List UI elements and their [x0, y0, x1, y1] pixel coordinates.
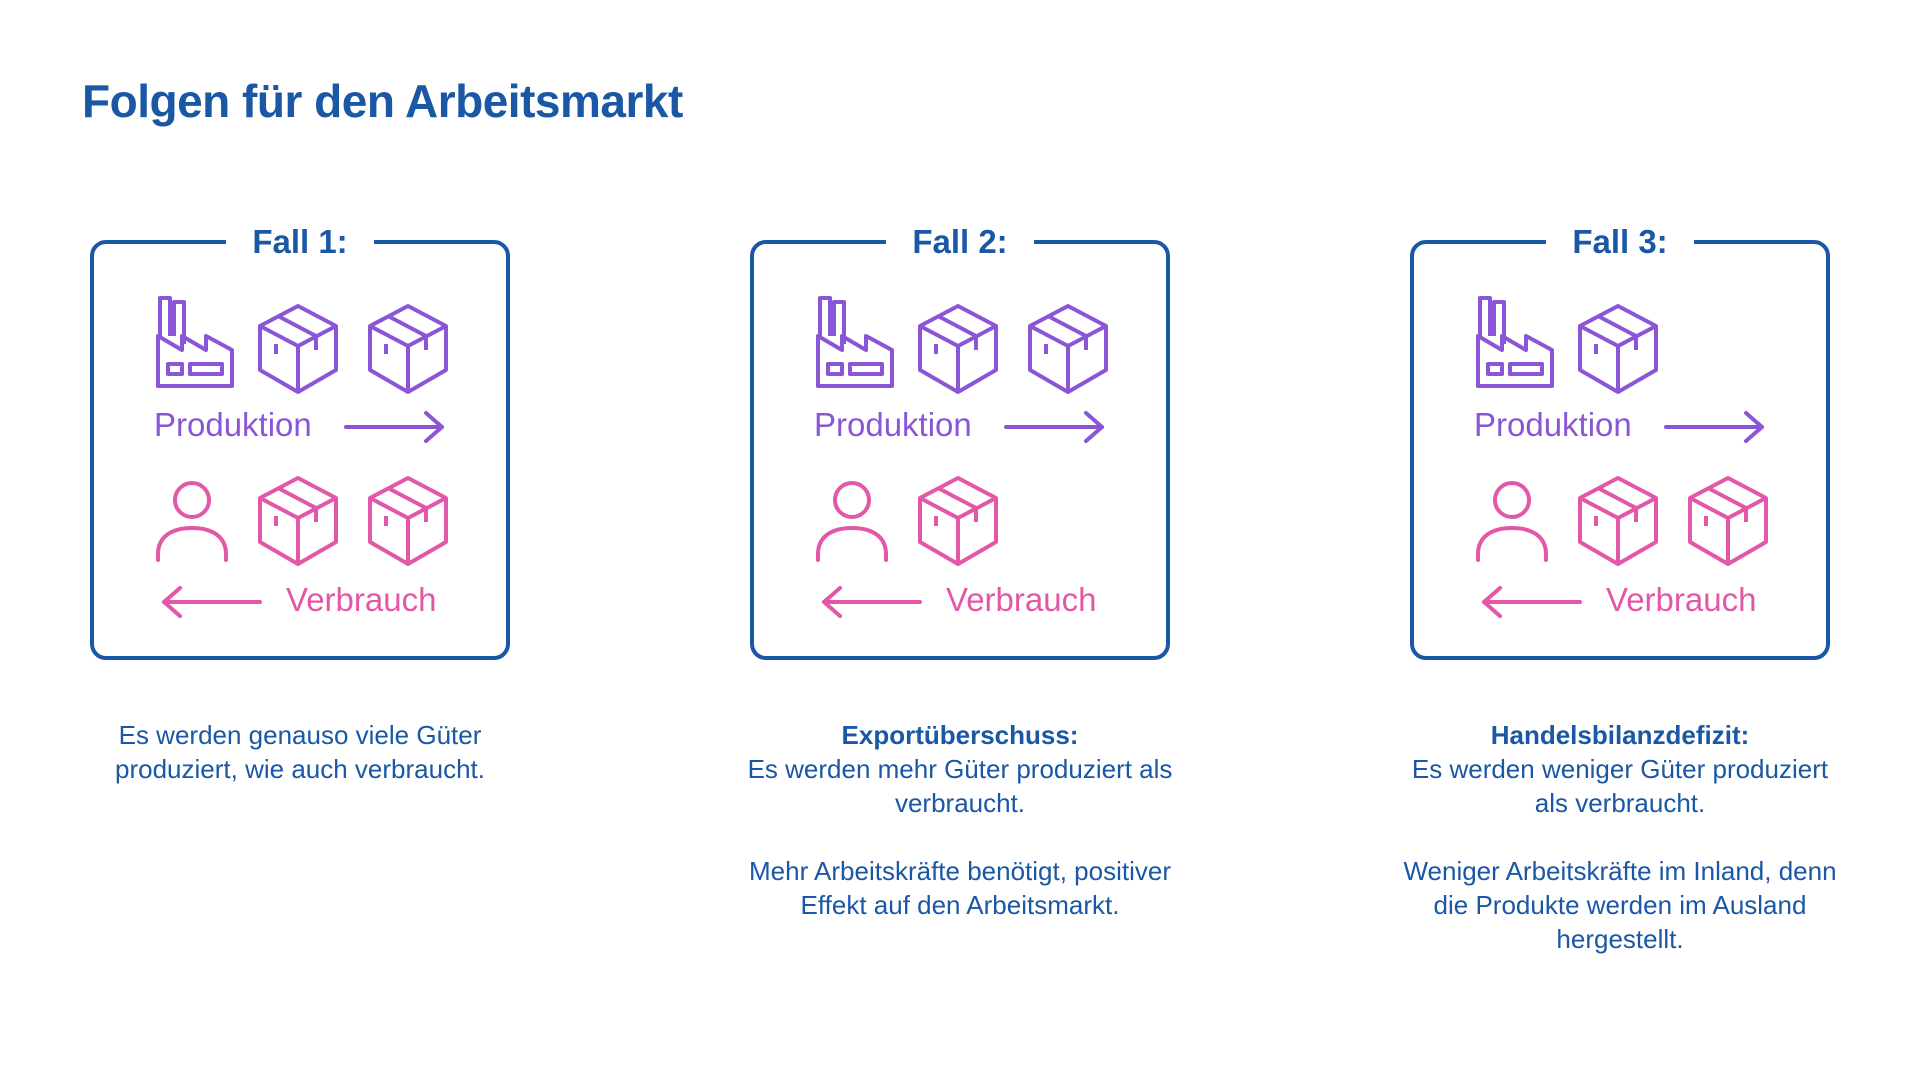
- case-statement: Es werden mehr Güter produziert als verb…: [747, 754, 1173, 818]
- case-term: Handelsbilanzdefizit:: [1490, 720, 1750, 750]
- box-icon: [366, 300, 450, 396]
- case-2: Fall 2: Produktion Verbrauch Exportübers…: [740, 0, 1180, 1080]
- arrow-left-icon: [816, 582, 924, 622]
- case-statement: Es werden genauso viele Güter produziert…: [115, 720, 485, 784]
- case-description: Exportüberschuss: Es werden mehr Güter p…: [740, 718, 1180, 922]
- person-icon: [1472, 474, 1556, 570]
- production-label: Produktion: [154, 406, 312, 443]
- consumption-label: Verbrauch: [1606, 581, 1757, 618]
- arrow-left-icon: [156, 582, 264, 622]
- case-description: Handelsbilanzdefizit: Es werden weniger …: [1400, 718, 1840, 956]
- arrow-right-icon: [1662, 407, 1770, 447]
- case-effect: Mehr Arbeitskräfte benötigt, positiver E…: [749, 856, 1171, 920]
- person-icon: [152, 474, 236, 570]
- box-icon: [1686, 472, 1770, 568]
- box-icon: [1576, 472, 1660, 568]
- case-1: Fall 1: Produktion Verbrauch Es werden g…: [80, 0, 520, 1080]
- arrow-right-icon: [1002, 407, 1110, 447]
- box-icon: [1576, 300, 1660, 396]
- page-title: Folgen für den Arbeitsmarkt: [82, 75, 683, 127]
- box-icon: [1026, 300, 1110, 396]
- arrow-left-icon: [1476, 582, 1584, 622]
- case-description: Es werden genauso viele Güter produziert…: [80, 718, 520, 786]
- consumption-label: Verbrauch: [946, 581, 1097, 618]
- box-icon: [366, 472, 450, 568]
- case-3: Fall 3: Produktion Verbrauch Handelsbila…: [1400, 0, 1840, 1080]
- person-icon: [812, 474, 896, 570]
- box-icon: [256, 472, 340, 568]
- factory-icon: [154, 292, 238, 388]
- case-effect: Weniger Arbeitskräfte im Inland, denn di…: [1403, 856, 1837, 954]
- consumption-label: Verbrauch: [286, 581, 437, 618]
- case-statement: Es werden weniger Güter produziert als v…: [1411, 754, 1829, 818]
- production-label: Produktion: [1474, 406, 1632, 443]
- factory-icon: [1474, 292, 1558, 388]
- box-icon: [916, 300, 1000, 396]
- box-icon: [916, 472, 1000, 568]
- case-term: Exportüberschuss:: [841, 720, 1079, 750]
- arrow-right-icon: [342, 407, 450, 447]
- box-icon: [256, 300, 340, 396]
- factory-icon: [814, 292, 898, 388]
- production-label: Produktion: [814, 406, 972, 443]
